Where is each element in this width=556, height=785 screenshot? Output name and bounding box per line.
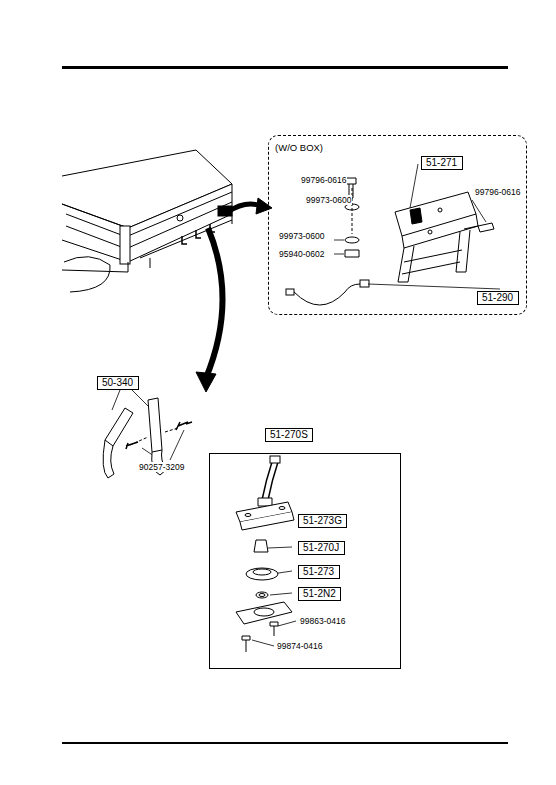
part-number-label: 99973-0600 xyxy=(278,231,325,241)
connector-assembly-51-270S xyxy=(236,456,294,652)
assembly-frame: 51-270S51-273G51-270J51-27351-2N2 xyxy=(209,453,401,669)
part-number-box: 51-290 xyxy=(477,291,519,305)
bracket-51-271 xyxy=(395,192,478,282)
part-number-box: 51-273G xyxy=(298,514,347,528)
part-number: 51-271 xyxy=(426,157,457,169)
variant-note: (W/O BOX) xyxy=(275,142,323,153)
part-number-label: 99874-0416 xyxy=(276,641,323,651)
truck-bed xyxy=(62,150,232,292)
part-number-label: 99796-0616 xyxy=(474,187,521,197)
part-number-box: 51-273 xyxy=(298,565,340,579)
callout-frame: (W/O BOX) 51-271 51-290 xyxy=(268,135,527,315)
part-number-label: 90257-3209 xyxy=(138,462,185,472)
part-number-label: 95940-0602 xyxy=(278,249,325,259)
part-number: 51-290 xyxy=(482,292,513,304)
detail-arrows xyxy=(196,198,272,392)
part-number-label: 99863-0416 xyxy=(299,616,346,626)
bottom-rule xyxy=(62,742,508,744)
part-number: 51-270J xyxy=(303,542,339,554)
top-rule xyxy=(62,66,508,69)
brackets-50-340 xyxy=(103,398,192,478)
part-number-box: 50-340 xyxy=(97,376,139,390)
part-number-label: 99796-0616 xyxy=(300,175,347,185)
harness-51-290 xyxy=(286,280,369,305)
bolts-washers-nut xyxy=(345,178,494,257)
part-number: 51-273G xyxy=(303,515,342,527)
part-number-box: 51-2N2 xyxy=(298,587,341,601)
part-number: 50-340 xyxy=(102,377,133,389)
part-number: 51-273 xyxy=(303,566,334,578)
part-number-box: 51-271 xyxy=(421,156,463,170)
part-number: 51-270S xyxy=(265,428,313,442)
leader-lines xyxy=(112,164,500,646)
part-number-box: 51-270J xyxy=(298,541,345,555)
part-number: 51-2N2 xyxy=(303,588,336,600)
part-number-label: 99973-0600 xyxy=(305,195,352,205)
